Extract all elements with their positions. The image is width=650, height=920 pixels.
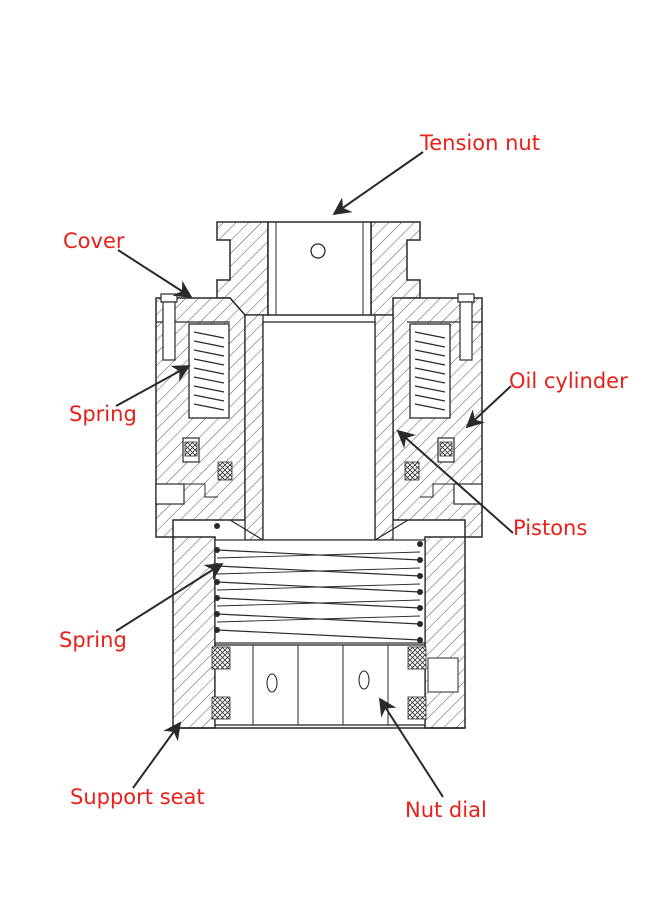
lower-spring-coils [216, 549, 421, 641]
label-tension-nut: Tension nut [420, 131, 540, 155]
leader-arrows [115, 151, 514, 798]
label-cover: Cover [63, 229, 125, 253]
tension-nut-part [216, 221, 421, 316]
lower-spring-wire-dots [214, 523, 423, 643]
leader-cover [117, 249, 193, 298]
upper-spring-coils [193, 331, 446, 411]
nut-dial-part [211, 644, 427, 726]
label-spring-lower: Spring [59, 628, 127, 652]
leader-support-seat [132, 721, 182, 789]
leader-nut-dial [379, 697, 444, 798]
leader-oil-cylinder [465, 385, 512, 429]
piston-part [229, 314, 409, 541]
label-oil-cylinder: Oil cylinder [509, 369, 628, 393]
leader-spring-lower [115, 563, 224, 632]
label-spring-upper: Spring [69, 402, 137, 426]
label-pistons: Pistons [513, 516, 588, 540]
leader-pistons [396, 429, 514, 534]
label-nut-dial: Nut dial [405, 798, 487, 822]
label-support-seat: Support seat [70, 785, 205, 809]
leader-tension-nut [332, 151, 424, 216]
leader-spring-upper [115, 365, 191, 407]
